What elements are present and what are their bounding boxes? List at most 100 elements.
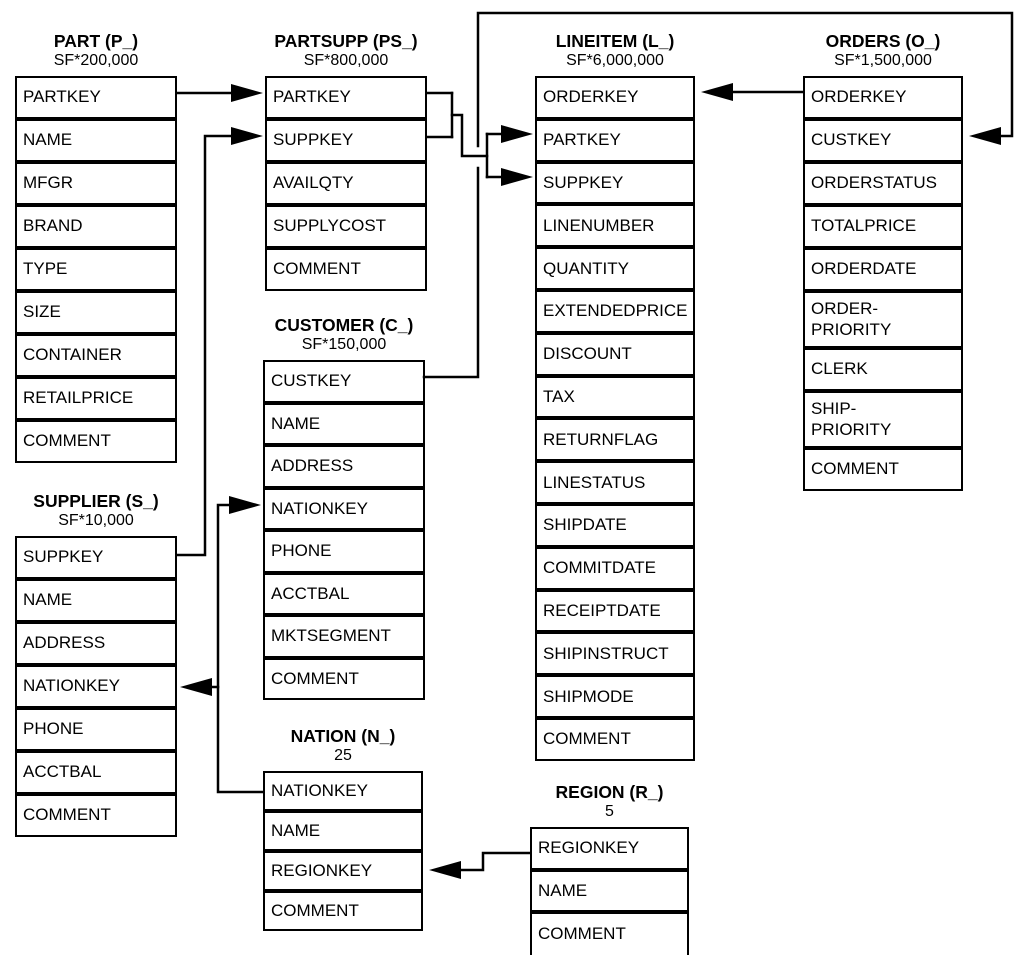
field-nation-name: NAME [263,811,423,851]
arrowhead-region-nation [429,861,461,879]
relationship-region-nation [429,851,532,879]
table-title: PART (P_) [53,31,139,51]
field-nation-comment: COMMENT [263,891,423,931]
field-region-name: NAME [530,869,689,912]
field-partsupp-availqty: AVAILQTY [265,162,427,205]
field-lineitem-orderkey: ORDERKEY [535,76,695,119]
table-title: CUSTOMER (C_) [274,315,414,335]
field-part-brand: BRAND [15,205,177,248]
table-header-partsupp: PARTSUPP (PS_)SF*800,000 [265,31,427,76]
field-part-type: TYPE [15,248,177,291]
arrowhead-partsupp-lineitem-partkey [501,125,533,143]
relationship-partsupp-lineitem-partkey [425,91,533,179]
table-cardinality: SF*10,000 [58,511,134,529]
table-cardinality: SF*800,000 [303,51,389,69]
arrowhead-partsupp-lineitem-suppkey [501,168,533,186]
table-title: PARTSUPP (PS_) [274,31,418,51]
field-customer-custkey: CUSTKEY [263,360,425,403]
field-orders-custkey: CUSTKEY [803,119,963,162]
field-lineitem-extendedprice: EXTENDEDPRICE [535,289,695,333]
field-partsupp-supplycost: SUPPLYCOST [265,205,427,248]
table-header-supplier: SUPPLIER (S_)SF*10,000 [15,491,177,536]
table-cardinality: 25 [334,746,352,764]
table-header-region: REGION (R_)5 [530,782,689,827]
arrowhead-supplier-partsupp [231,127,263,145]
field-part-comment: COMMENT [15,420,177,463]
relationship-nation-supplier [180,678,220,696]
field-part-container: CONTAINER [15,334,177,377]
field-orders-orderkey: ORDERKEY [803,76,963,119]
field-part-mfgr: MFGR [15,162,177,205]
relationship-supplier-partsupp [175,127,263,557]
relationship-part-partsupp [175,84,263,102]
field-supplier-nationkey: NATIONKEY [15,665,177,708]
table-header-customer: CUSTOMER (C_)SF*150,000 [263,315,425,360]
field-region-comment: COMMENT [530,912,689,955]
table-title: NATION (N_) [290,726,396,746]
field-lineitem-linenumber: LINENUMBER [535,204,695,248]
field-lineitem-shipdate: SHIPDATE [535,503,695,547]
field-orders-totalprice: TOTALPRICE [803,205,963,248]
arrowhead-nation-customer [229,496,261,514]
arrowhead-customer-orders [969,127,1001,145]
table-header-part: PART (P_)SF*200,000 [15,31,177,76]
field-customer-comment: COMMENT [263,657,425,700]
field-partsupp-suppkey: SUPPKEY [265,119,427,162]
field-lineitem-tax: TAX [535,375,695,419]
field-orders-ship-priority: SHIP- PRIORITY [803,391,963,448]
field-lineitem-suppkey: SUPPKEY [535,161,695,205]
table-header-orders: ORDERS (O_)SF*1,500,000 [803,31,963,76]
field-lineitem-shipinstruct: SHIPINSTRUCT [535,632,695,676]
field-customer-phone: PHONE [263,530,425,573]
field-lineitem-partkey: PARTKEY [535,118,695,162]
table-header-lineitem: LINEITEM (L_)SF*6,000,000 [535,31,695,76]
table-cardinality: SF*1,500,000 [834,51,932,69]
field-partsupp-partkey: PARTKEY [265,76,427,119]
field-supplier-acctbal: ACCTBAL [15,751,177,794]
field-lineitem-returnflag: RETURNFLAG [535,418,695,462]
table-header-nation: NATION (N_)25 [263,726,423,771]
table-cardinality: SF*6,000,000 [566,51,664,69]
relationship-nation-customer [216,496,265,794]
field-customer-acctbal: ACCTBAL [263,572,425,615]
field-part-size: SIZE [15,291,177,334]
field-customer-address: ADDRESS [263,445,425,488]
field-orders-comment: COMMENT [803,448,963,491]
field-part-retailprice: RETAILPRICE [15,377,177,420]
field-lineitem-quantity: QUANTITY [535,247,695,290]
field-supplier-phone: PHONE [15,708,177,751]
field-orders-clerk: CLERK [803,348,963,391]
table-title: REGION (R_) [555,782,664,802]
field-lineitem-receiptdate: RECEIPTDATE [535,589,695,633]
table-title: SUPPLIER (S_) [33,491,159,511]
table-cardinality: 5 [605,802,614,820]
arrowhead-part-partsupp [231,84,263,102]
field-lineitem-commitdate: COMMITDATE [535,546,695,590]
field-supplier-comment: COMMENT [15,794,177,837]
field-supplier-address: ADDRESS [15,622,177,665]
field-region-regionkey: REGIONKEY [530,827,689,870]
field-nation-regionkey: REGIONKEY [263,851,423,891]
field-orders-orderdate: ORDERDATE [803,248,963,291]
field-part-partkey: PARTKEY [15,76,177,119]
table-title: LINEITEM (L_) [555,31,675,51]
field-lineitem-comment: COMMENT [535,717,695,761]
relationship-orders-lineitem [701,83,805,101]
table-cardinality: SF*200,000 [53,51,139,69]
field-partsupp-comment: COMMENT [265,248,427,291]
field-lineitem-discount: DISCOUNT [535,332,695,376]
field-customer-name: NAME [263,402,425,445]
field-supplier-name: NAME [15,579,177,622]
field-orders-orderstatus: ORDERSTATUS [803,162,963,205]
arrowhead-orders-lineitem [701,83,733,101]
field-part-name: NAME [15,119,177,162]
field-lineitem-shipmode: SHIPMODE [535,675,695,718]
field-orders-order-priority: ORDER- PRIORITY [803,291,963,348]
